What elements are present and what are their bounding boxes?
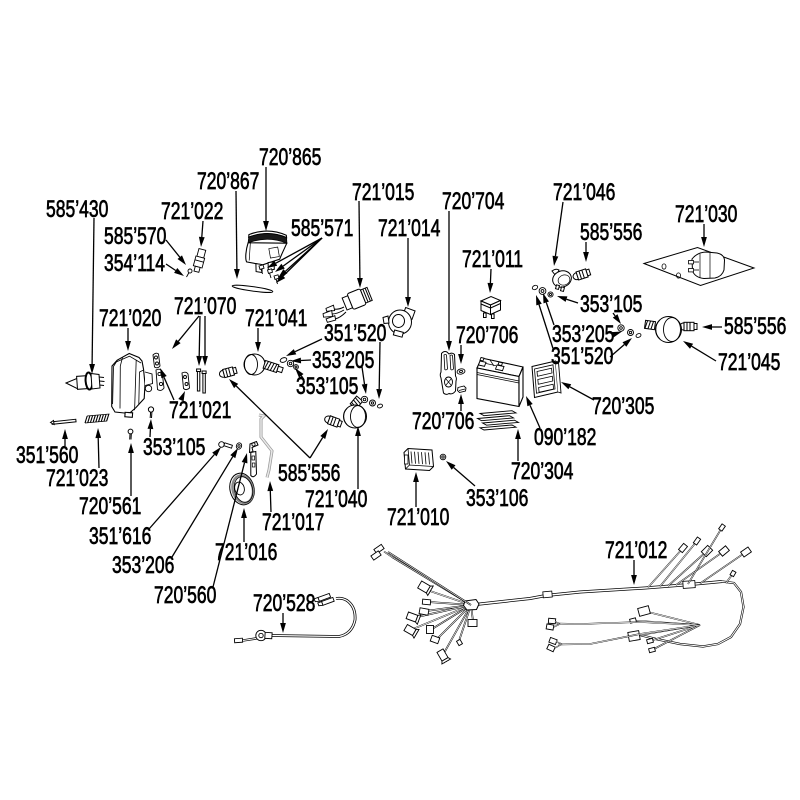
svg-text:353’106: 353’106	[466, 485, 528, 511]
svg-text:721’015: 721’015	[352, 179, 414, 205]
svg-text:720’528: 720’528	[253, 590, 315, 616]
svg-text:721’010: 721’010	[387, 504, 449, 530]
svg-text:721’041: 721’041	[245, 305, 307, 331]
svg-text:354’114: 354’114	[104, 250, 165, 276]
svg-text:351’616: 351’616	[89, 523, 151, 549]
svg-text:721’070: 721’070	[174, 293, 236, 319]
svg-text:721’046: 721’046	[553, 179, 615, 205]
svg-text:353’105: 353’105	[143, 434, 205, 460]
svg-text:721’011: 721’011	[462, 246, 523, 272]
svg-text:720’561: 720’561	[79, 493, 141, 519]
svg-text:720’560: 720’560	[154, 582, 216, 608]
svg-text:720’706: 720’706	[456, 322, 518, 348]
svg-text:353’105: 353’105	[580, 291, 642, 317]
svg-text:090’182: 090’182	[534, 424, 596, 450]
svg-text:585’556: 585’556	[724, 313, 786, 339]
svg-text:585’556: 585’556	[580, 219, 642, 245]
svg-text:720’304: 720’304	[511, 458, 574, 484]
svg-text:351’520: 351’520	[324, 320, 386, 346]
svg-text:353’205: 353’205	[312, 347, 374, 373]
svg-text:353’205: 353’205	[552, 321, 614, 347]
svg-text:353’105: 353’105	[296, 373, 358, 399]
svg-text:721’016: 721’016	[215, 539, 277, 565]
svg-text:721’017: 721’017	[262, 509, 324, 535]
svg-text:585’571: 585’571	[291, 215, 353, 241]
svg-text:721’022: 721’022	[161, 198, 223, 224]
svg-text:721’014: 721’014	[378, 215, 441, 241]
svg-text:721’045: 721’045	[718, 349, 780, 375]
svg-text:585’430: 585’430	[46, 196, 108, 222]
svg-text:720’706: 720’706	[412, 408, 474, 434]
svg-text:721’030: 721’030	[675, 201, 737, 227]
svg-text:721’023: 721’023	[46, 465, 108, 491]
svg-text:721’020: 721’020	[99, 305, 161, 331]
svg-text:721’040: 721’040	[305, 486, 367, 512]
svg-text:721’012: 721’012	[605, 537, 667, 563]
svg-text:720’867: 720’867	[197, 168, 259, 194]
svg-text:585’570: 585’570	[104, 223, 166, 249]
svg-text:720’305: 720’305	[592, 393, 654, 419]
svg-text:351’520: 351’520	[551, 343, 613, 369]
svg-text:721’021: 721’021	[169, 397, 231, 423]
svg-text:353’206: 353’206	[112, 552, 174, 578]
svg-text:720’865: 720’865	[259, 144, 321, 170]
svg-text:351’560: 351’560	[16, 442, 78, 468]
svg-text:585’556: 585’556	[278, 460, 340, 486]
svg-text:720’704: 720’704	[442, 188, 505, 214]
